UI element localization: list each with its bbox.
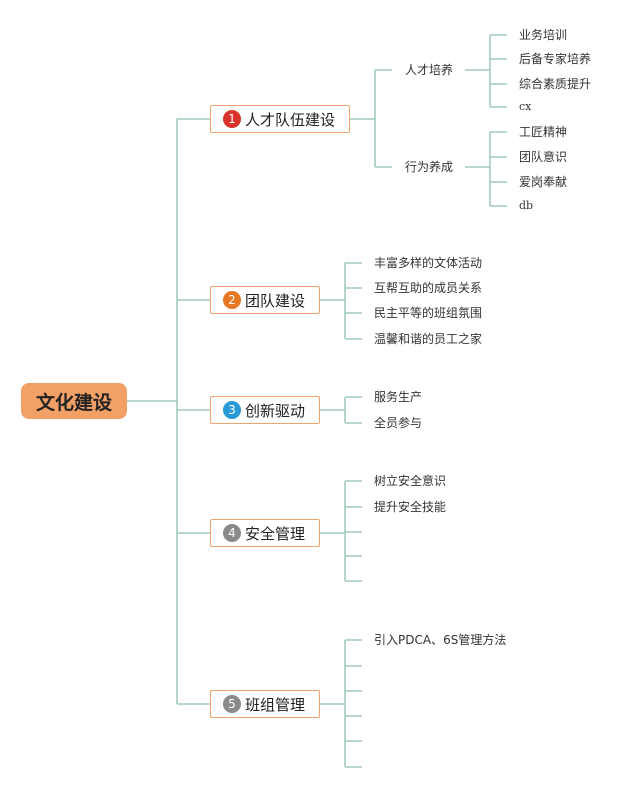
- branch-node-5[interactable]: 5 班组管理: [210, 690, 320, 718]
- leaf-node[interactable]: 互帮互助的成员关系: [374, 281, 483, 295]
- leaf-node[interactable]: 民主平等的班组氛围: [374, 306, 483, 320]
- branch1-connector: [350, 69, 392, 168]
- branch-node-2[interactable]: 2 团队建设: [210, 286, 320, 314]
- leaf-node[interactable]: 综合素质提升: [519, 77, 592, 91]
- leaf-node[interactable]: 温馨和谐的员工之家: [374, 332, 483, 346]
- branch-node-1[interactable]: 1 人才队伍建设: [210, 105, 350, 133]
- branch-node-4[interactable]: 4 安全管理: [210, 519, 320, 547]
- number-2-badge-icon: 2: [223, 291, 241, 309]
- leaf-node[interactable]: 提升安全技能: [374, 500, 447, 514]
- leaf-node[interactable]: cx: [519, 100, 532, 113]
- branch-label: 团队建设: [245, 291, 306, 310]
- number-3-badge-icon: 3: [223, 401, 241, 419]
- branch-label: 班组管理: [245, 695, 306, 714]
- subtopic-node[interactable]: 人才培养: [405, 63, 454, 77]
- branch-label: 创新驱动: [245, 401, 306, 420]
- leaf-node[interactable]: 爱岗奉献: [519, 175, 568, 189]
- leaf-node[interactable]: 全员参与: [374, 416, 423, 430]
- branch-label: 安全管理: [245, 524, 306, 543]
- sub1-connector: [465, 34, 507, 108]
- subtopic-node[interactable]: 行为养成: [405, 160, 454, 174]
- number-1-badge-icon: 1: [223, 110, 241, 128]
- branch-label: 人才队伍建设: [245, 110, 336, 129]
- leaf-node[interactable]: 丰富多样的文体活动: [374, 256, 483, 270]
- leaf-node[interactable]: 团队意识: [519, 150, 568, 164]
- number-4-badge-icon: 4: [223, 524, 241, 542]
- leaf-node[interactable]: db: [519, 199, 534, 212]
- leaf-node[interactable]: 引入PDCA、6S管理方法: [374, 633, 507, 647]
- branch3-connector: [320, 396, 362, 424]
- branch4-connector: [320, 480, 362, 582]
- root-label: 文化建设: [35, 391, 112, 414]
- number-5-badge-icon: 5: [223, 695, 241, 713]
- root-node[interactable]: 文化建设: [21, 383, 127, 419]
- leaf-node[interactable]: 工匠精神: [519, 125, 568, 139]
- branch-node-3[interactable]: 3 创新驱动: [210, 396, 320, 424]
- leaf-node[interactable]: 业务培训: [519, 28, 568, 42]
- sub2-connector: [465, 131, 507, 207]
- branch5-connector: [320, 639, 362, 768]
- leaf-node[interactable]: 后备专家培养: [519, 52, 592, 66]
- leaf-node[interactable]: 树立安全意识: [374, 474, 447, 488]
- branch2-connector: [320, 262, 362, 340]
- leaf-node[interactable]: 服务生产: [374, 390, 423, 404]
